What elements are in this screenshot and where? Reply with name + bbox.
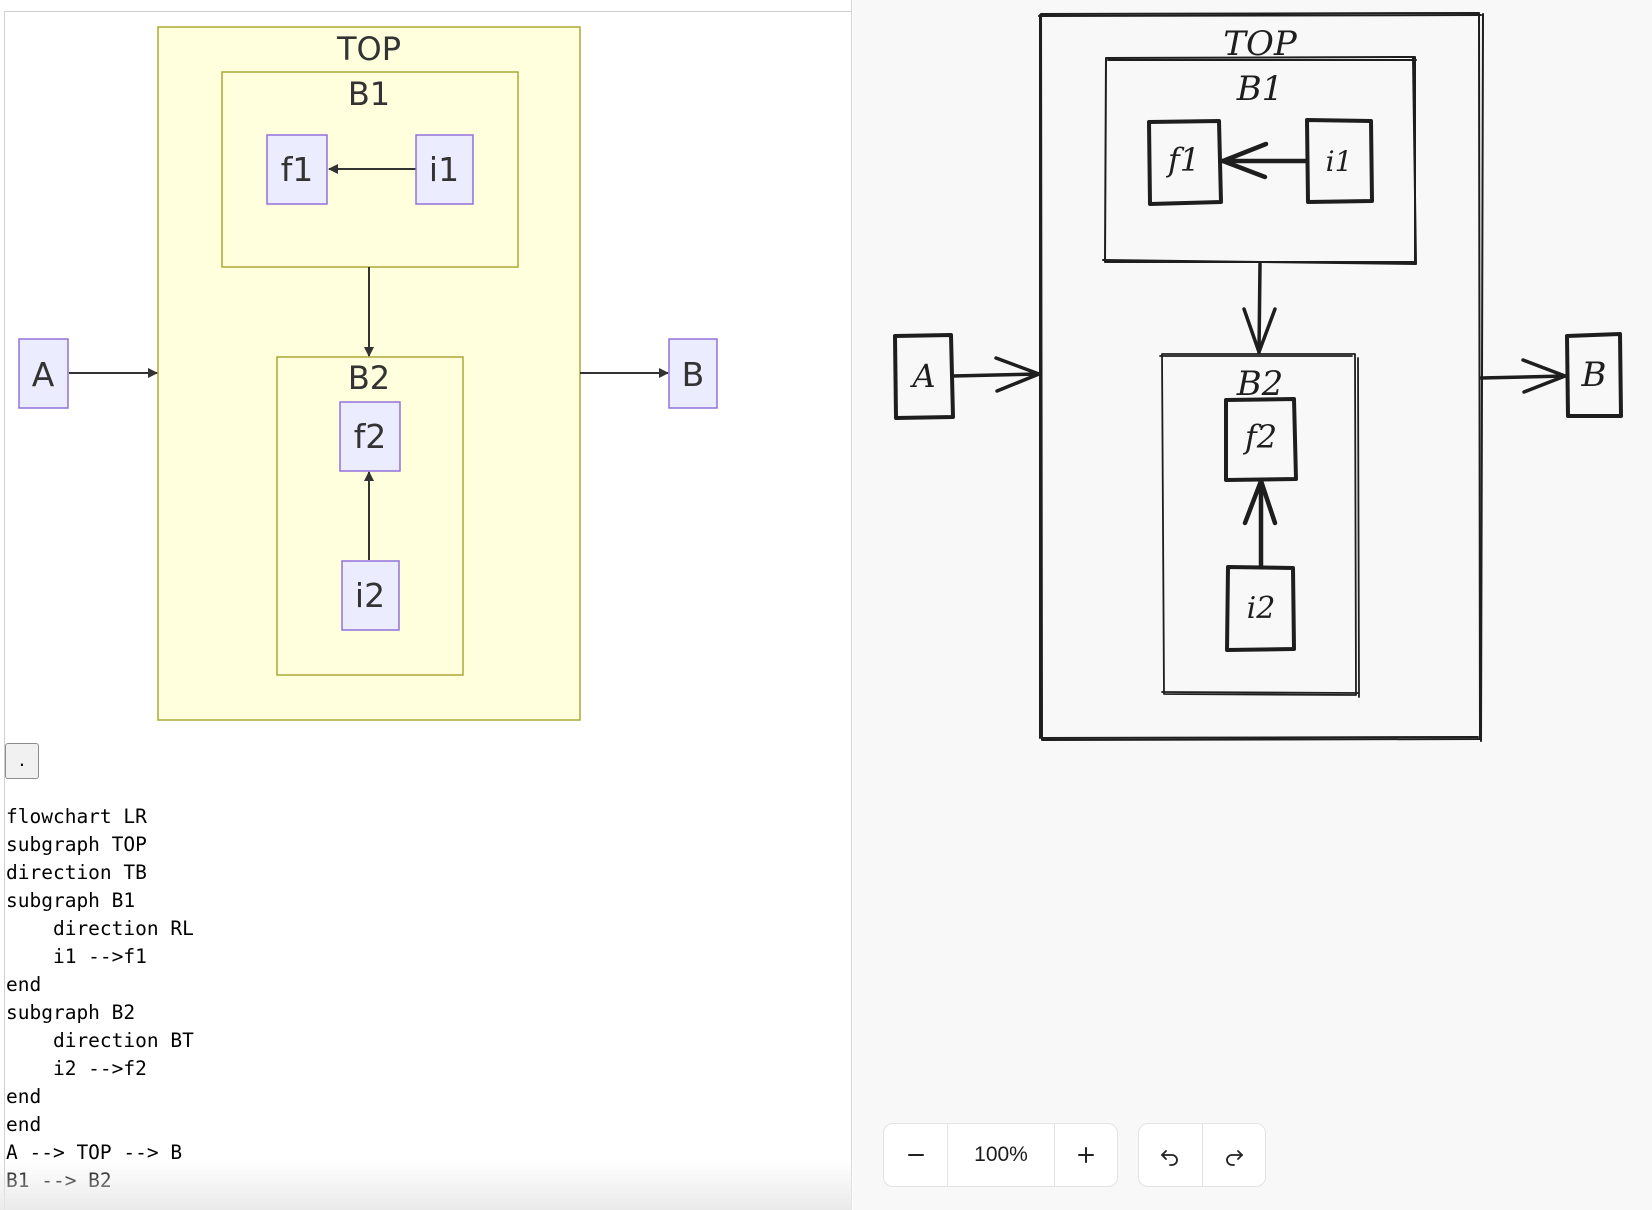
node-i2 <box>341 560 400 631</box>
zoom-toolbar: 100% <box>883 1123 1118 1187</box>
sketch-edge-i1-f1 <box>1220 141 1310 180</box>
divider <box>5 11 852 12</box>
undo-icon <box>1161 1150 1179 1166</box>
mermaid-editor-pane: TOP B1 B2 f1 i1 f2 i2 A B . flowchart LR… <box>0 0 852 1210</box>
node-b <box>668 338 718 409</box>
subgraph-b1-label: B1 <box>348 75 390 113</box>
undo-button[interactable] <box>1139 1124 1202 1186</box>
sketch-node-i2 <box>1225 565 1296 652</box>
sketch-node-f1-label: f1 <box>1166 141 1200 179</box>
sketch-node-f2-label: f2 <box>1243 418 1277 456</box>
mermaid-source-code[interactable]: flowchart LR subgraph TOP direction TB s… <box>6 805 194 1192</box>
node-i2-label: i2 <box>355 576 385 615</box>
sketch-node-f1 <box>1147 119 1223 206</box>
sketch-node-a <box>893 333 955 420</box>
sketch-diagram: TOP B1 B2 f1 i1 f2 i2 A B <box>893 12 1623 742</box>
sketch-edge-b1-b2 <box>1242 262 1277 354</box>
sketch-subgraph-top-label: TOP <box>1223 24 1298 64</box>
render-button[interactable]: . <box>5 743 39 779</box>
sketch-edge-a-top <box>951 356 1041 393</box>
sketch-subgraph-b2-label: B2 <box>1236 364 1284 404</box>
node-f2 <box>339 401 401 472</box>
sketch-node-f2 <box>1224 397 1298 482</box>
sketch-node-i2-label: i2 <box>1247 591 1276 626</box>
plus-icon <box>1077 1147 1094 1163</box>
node-f2-label: f2 <box>354 417 387 456</box>
sketch-node-i1 <box>1305 118 1374 204</box>
history-toolbar <box>1138 1123 1266 1187</box>
sketch-subgraph-b2 <box>1159 353 1360 698</box>
node-f1 <box>266 134 328 205</box>
subgraph-top-label: TOP <box>336 30 401 68</box>
node-b-label: B <box>682 355 705 394</box>
redo-button[interactable] <box>1201 1124 1265 1186</box>
sketch-node-a-label: A <box>909 357 935 395</box>
zoom-reset-button[interactable]: 100% <box>947 1124 1053 1186</box>
zoom-level: 100% <box>974 1143 1028 1166</box>
divider <box>4 11 5 1210</box>
redo-icon <box>1226 1150 1243 1166</box>
excalidraw-canvas[interactable]: TOP B1 B2 f1 i1 f2 i2 A B 100% <box>853 0 1652 1210</box>
node-a <box>18 338 69 409</box>
node-a-label: A <box>32 355 55 394</box>
zoom-out-button[interactable] <box>884 1124 947 1186</box>
sketch-subgraph-b1-label: B1 <box>1236 69 1284 109</box>
node-f1-label: f1 <box>281 150 314 189</box>
sketch-node-i1-label: i1 <box>1326 145 1353 178</box>
sketch-subgraph-b1 <box>1102 56 1417 265</box>
sketch-node-b-label: B <box>1581 355 1607 395</box>
zoom-in-button[interactable] <box>1053 1124 1117 1186</box>
subgraph-b2-label: B2 <box>348 359 390 397</box>
sketch-node-b <box>1565 332 1623 418</box>
sketch-edge-top-b <box>1479 358 1567 394</box>
node-i1 <box>415 134 474 205</box>
node-i1-label: i1 <box>429 150 459 189</box>
sketch-edge-i2-f2 <box>1242 478 1278 569</box>
mermaid-preview-diagram: TOP B1 B2 f1 i1 f2 i2 A B <box>18 26 718 721</box>
minus-icon <box>907 1154 924 1156</box>
